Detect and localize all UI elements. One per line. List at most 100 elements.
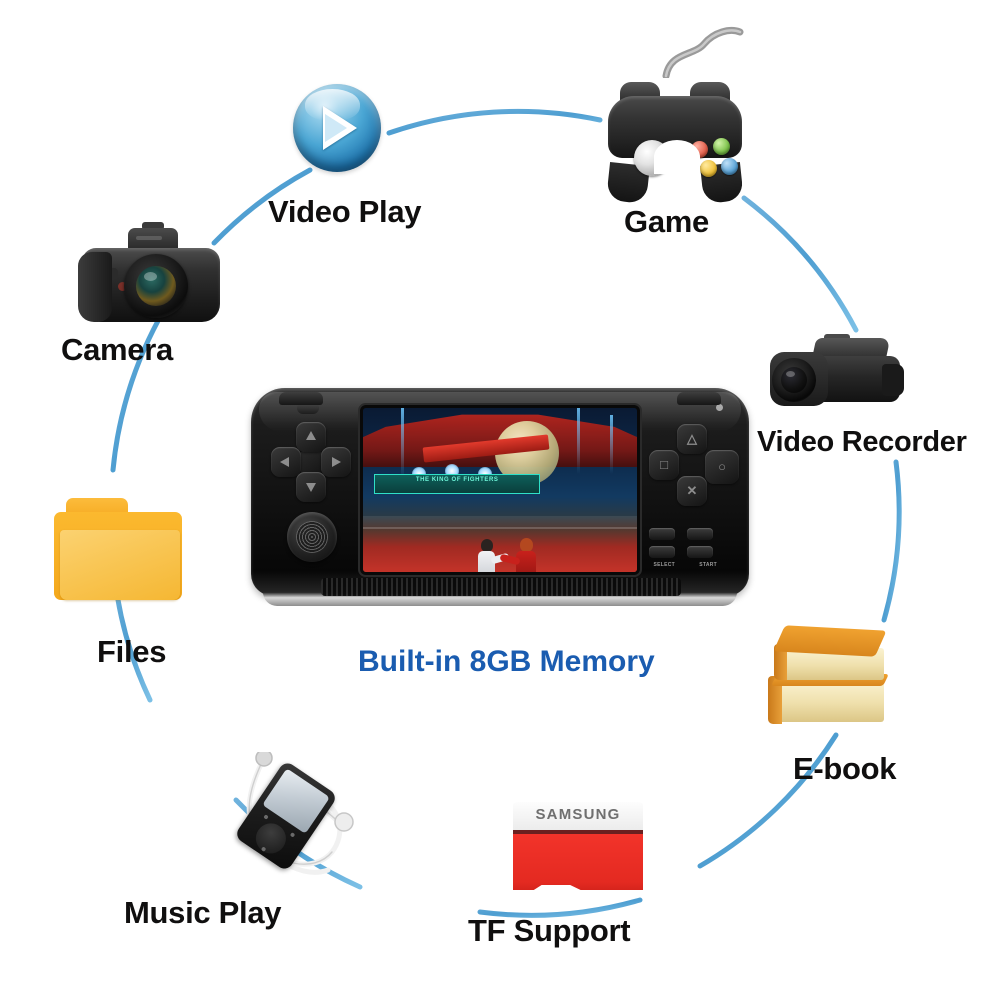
screen-light-beam: [576, 408, 580, 474]
feature-label-e-book: E-book: [793, 751, 897, 786]
feature-label-video-recorder: Video Recorder: [757, 426, 967, 458]
gamepad-button-blue: [721, 158, 738, 175]
triangle-glyph: △: [687, 431, 697, 446]
feature-label-game: Game: [624, 204, 709, 239]
camcorder-icon[interactable]: [762, 330, 904, 416]
face-button-square[interactable]: □: [649, 450, 679, 480]
gamepad-button-green: [713, 138, 730, 155]
sd-card-dark-stripe: [513, 830, 643, 834]
console-analog-stick[interactable]: [287, 512, 337, 562]
console-screen: THE KING OF FIGHTERS: [363, 408, 637, 572]
cross-glyph: ✕: [686, 483, 698, 498]
console-start-button[interactable]: [687, 528, 713, 540]
dpad-right-button[interactable]: [321, 447, 351, 477]
triangle-right-icon: [332, 457, 341, 467]
screen-light-beam: [609, 414, 613, 474]
folder: [52, 498, 184, 602]
play-ball: [293, 84, 381, 172]
feature-label-files: Files: [97, 634, 167, 669]
microsd-card-icon[interactable]: SAMSUNG: [513, 802, 643, 890]
dpad-up-button[interactable]: [296, 422, 326, 452]
screen-light-beam: [401, 408, 405, 481]
dpad-left-button[interactable]: [271, 447, 301, 477]
console-face-buttons[interactable]: △ □ ○ ✕: [649, 424, 739, 506]
console-right-shoulder-button[interactable]: [677, 392, 721, 405]
handheld-game-console: THE KING OF FIGHTERS: [251, 388, 749, 606]
book-spine: [768, 676, 782, 724]
square-glyph: □: [660, 457, 668, 472]
earbud-right: [334, 812, 354, 832]
camcorder-lens-glass: [781, 367, 807, 393]
book-pages: [776, 680, 884, 722]
face-button-cross[interactable]: ✕: [677, 476, 707, 506]
console-power-led: [716, 404, 723, 411]
camcorder-lens-hood: [770, 352, 828, 406]
camera-hotshoe: [142, 222, 164, 230]
start-label: START: [699, 562, 717, 568]
screen-game-title-text: THE KING OF FIGHTERS: [415, 476, 499, 483]
dslr-camera-icon[interactable]: [76, 222, 226, 328]
sd-card-body: [513, 834, 643, 882]
gamepad-body: [608, 96, 742, 177]
screen-game-title-banner: THE KING OF FIGHTERS: [373, 473, 541, 494]
book-bottom: [768, 674, 889, 726]
camera-af-assist-lamp: [118, 282, 127, 291]
console-extra-button-right[interactable]: [687, 546, 713, 558]
camera-lens: [124, 254, 188, 318]
console-left-shoulder-button[interactable]: [279, 392, 323, 405]
feature-label-camera: Camera: [61, 332, 173, 367]
fighter-torso: [478, 550, 496, 572]
book-spine: [774, 644, 787, 680]
feature-label-tf-support: TF Support: [468, 913, 631, 948]
camcorder: [762, 330, 904, 416]
fighter-head: [481, 538, 494, 552]
mp3-player-with-earbuds: [228, 752, 378, 892]
sd-card-label-band: [513, 802, 643, 830]
dslr-camera: [76, 222, 226, 328]
folder-front-panel: [60, 530, 180, 600]
console-dpad[interactable]: [271, 422, 351, 502]
triangle-up-icon: [306, 431, 316, 440]
feature-label-music-play: Music Play: [124, 895, 282, 930]
fighter-coat: [516, 550, 537, 572]
gamepad-button-yellow: [700, 160, 717, 177]
screen-floor-line: [363, 527, 637, 530]
folder-icon[interactable]: [52, 498, 184, 602]
dpad-down-button[interactable]: [296, 472, 326, 502]
camera-hand-grip: [78, 252, 112, 322]
dpad-hub: [297, 448, 325, 476]
camcorder-lens: [772, 358, 816, 402]
gamepad-cable-icon: [662, 27, 744, 78]
face-button-circle[interactable]: ○: [705, 450, 739, 484]
console-extra-button-left[interactable]: [649, 546, 675, 558]
camera-lens-glass: [136, 266, 176, 306]
earbud-left: [255, 752, 273, 767]
mp3-button-dot: [289, 832, 296, 838]
fighter-head: [520, 537, 534, 552]
circle-glyph: ○: [718, 459, 726, 474]
console-node: THE KING OF FIGHTERS: [251, 388, 749, 606]
screen-arena-floor: [363, 516, 637, 572]
gamepad-icon[interactable]: [600, 27, 750, 204]
face-button-triangle[interactable]: △: [677, 424, 707, 454]
camcorder-grip: [882, 364, 904, 396]
mp3-button-dot: [263, 814, 269, 820]
sd-card-brand-text: SAMSUNG: [535, 806, 621, 823]
mp3-player-earbuds-icon[interactable]: [228, 752, 378, 892]
books-icon[interactable]: [766, 622, 896, 734]
book-top: [773, 625, 890, 682]
gamepad-button-red: [691, 141, 708, 158]
triangle-left-icon: [280, 457, 289, 467]
select-label: SELECT: [653, 562, 675, 568]
play-triangle-glyph: [323, 106, 357, 150]
book-cover: [773, 625, 887, 657]
stacked-books: [766, 622, 896, 734]
microsd-card: SAMSUNG: [513, 802, 643, 890]
console-speaker-grille: [321, 578, 681, 596]
console-select-button[interactable]: [649, 528, 675, 540]
triangle-down-icon: [306, 483, 316, 492]
console-power-button[interactable]: [297, 402, 319, 414]
memory-caption: Built-in 8GB Memory: [358, 645, 655, 678]
play-button-icon[interactable]: [293, 84, 381, 172]
